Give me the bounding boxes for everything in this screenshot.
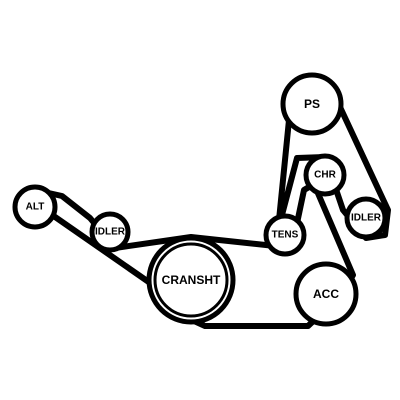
idler-right-pulley-circle: [344, 196, 388, 240]
tens-label: TENS: [272, 230, 299, 241]
idler-right-label: IDLER: [351, 213, 382, 224]
tens-pulley-circle: [263, 213, 307, 257]
idler-left-label: IDLER: [95, 227, 126, 238]
tens-pulley: TENS: [263, 213, 307, 257]
idler-left-pulley-circle: [89, 211, 131, 253]
chr-pulley-circle: [303, 153, 347, 197]
alt-label: ALT: [26, 202, 45, 213]
alt-pulley-circle: [12, 184, 58, 230]
cranksht-pulley-inner: [153, 242, 229, 318]
alt-pulley: ALT: [12, 184, 58, 230]
acc-label: ACC: [313, 287, 339, 301]
idler-right-pulley: IDLER: [344, 196, 388, 240]
chr-label: CHR: [314, 170, 336, 181]
cranksht-pulley: CRANSHT: [146, 235, 236, 325]
ps-pulley: PS: [280, 72, 344, 136]
chr-pulley: CHR: [303, 153, 347, 197]
acc-pulley-circle: [293, 261, 359, 327]
cranksht-label: CRANSHT: [162, 273, 221, 287]
ps-pulley-circle: [280, 72, 344, 136]
acc-pulley: ACC: [293, 261, 359, 327]
idler-left-pulley: IDLER: [89, 211, 131, 253]
ps-label: PS: [304, 97, 320, 111]
